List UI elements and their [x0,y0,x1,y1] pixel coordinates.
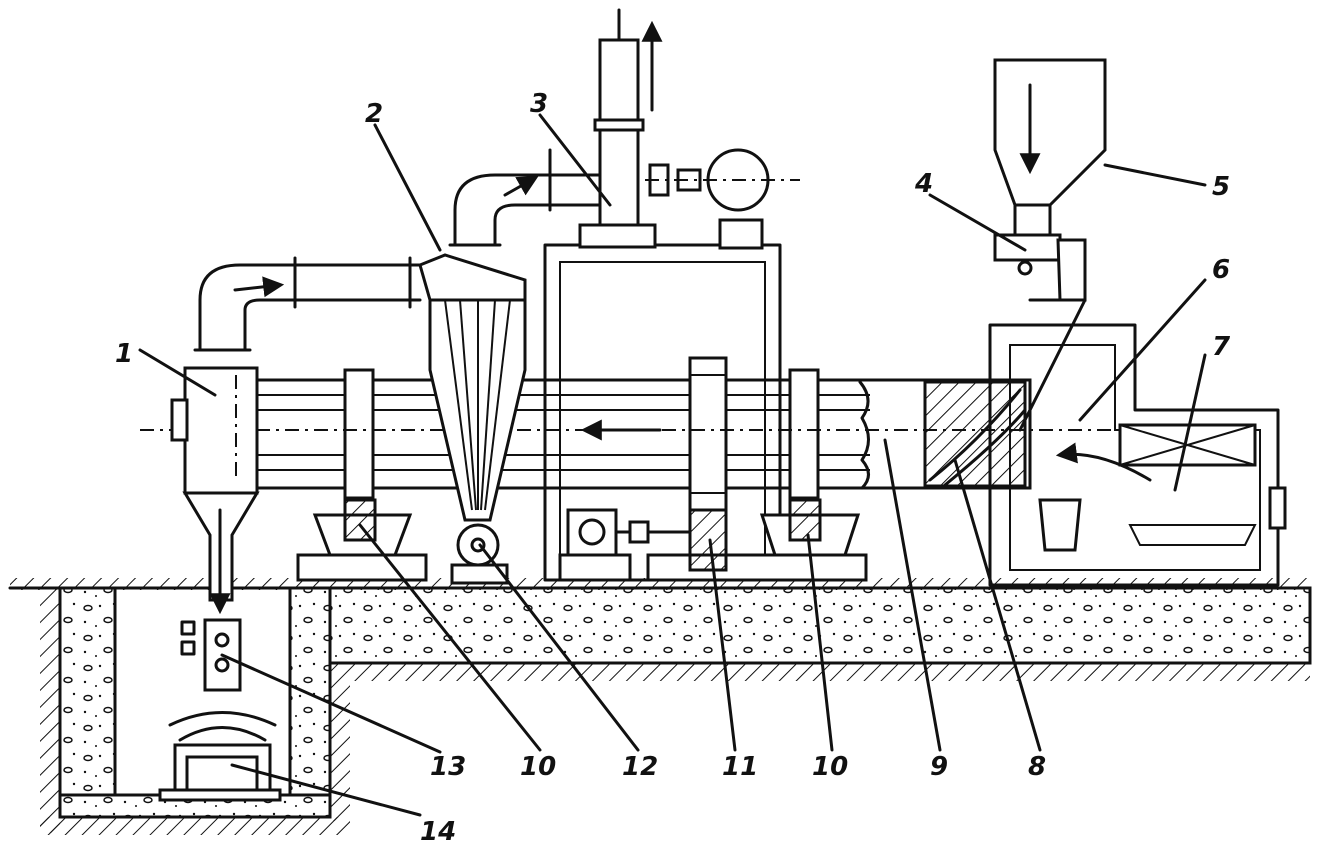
label-13: 13 [430,752,466,782]
leader-lines [138,113,1207,817]
label-6: 6 [1212,255,1230,285]
foundation [8,578,1312,835]
label-14: 14 [420,817,456,847]
label-9: 9 [930,752,948,782]
feed-hopper [993,58,1107,432]
part-labels: 1 2 3 4 5 6 7 8 9 10 10 11 12 13 14 [115,89,1231,847]
furnace [988,323,1287,587]
label-10-left: 10 [520,752,556,782]
label-8: 8 [1028,752,1046,782]
label-12: 12 [622,752,658,782]
roller-supports [296,498,868,582]
label-3: 3 [530,89,548,119]
label-5: 5 [1212,172,1230,202]
label-11: 11 [722,752,758,782]
drying-drum [140,356,1200,512]
gas-ducts [193,148,602,352]
label-4: 4 [914,169,933,199]
label-10-right: 10 [812,752,848,782]
label-2: 2 [365,99,383,129]
cyclone [418,253,527,585]
discharge-chamber [170,366,260,615]
exhaust-fan [543,8,800,582]
label-1: 1 [115,339,133,369]
pit-equipment [158,618,282,802]
label-7: 7 [1212,332,1231,362]
